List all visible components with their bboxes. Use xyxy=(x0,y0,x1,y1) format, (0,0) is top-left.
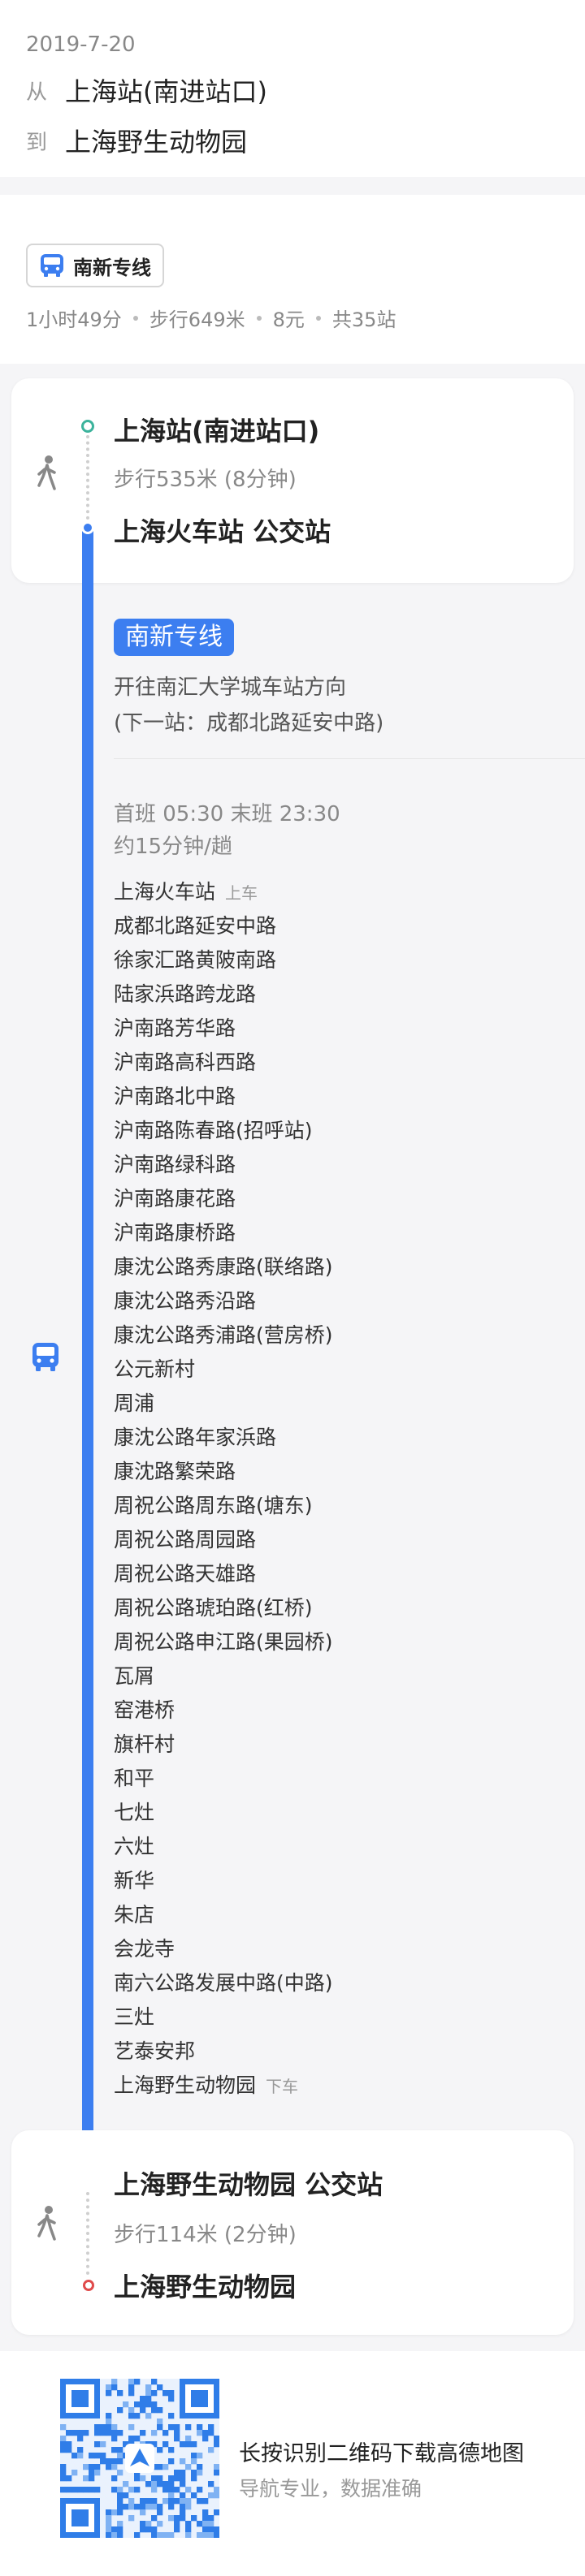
next-stop: (下一站：成都北路延安中路) xyxy=(114,711,384,736)
walk-end-card xyxy=(11,2130,574,2335)
walk-distance: 步行649米 xyxy=(149,309,245,331)
end-dot xyxy=(83,2280,94,2291)
route-header: 2019-7-20 从 上海站(南进站口) 到 上海野生动物园 xyxy=(0,0,585,177)
bus-icon xyxy=(41,254,63,277)
separator-dot xyxy=(315,315,321,321)
from-row: 从 上海站(南进站口) xyxy=(26,71,267,109)
first-last-bus: 首班 05:30 末班 23:30 xyxy=(114,802,340,826)
stop-item: 沪南路高科西路 xyxy=(114,1051,257,1074)
trip-date: 2019-7-20 xyxy=(26,32,136,57)
direction: 开往南汇大学城车站方向 xyxy=(114,675,347,700)
stops-total: 共35站 xyxy=(332,309,396,331)
line-badge[interactable]: 南新专线 xyxy=(114,619,234,656)
divider xyxy=(114,758,585,759)
from-value: 上海站(南进站口) xyxy=(65,76,267,107)
frequency: 约15分钟/趟 xyxy=(114,835,232,859)
stop-item: 艺泰安邦 xyxy=(114,2039,196,2063)
stop-item: 周祝公路天雄路 xyxy=(114,1562,257,1586)
stop-item: 周祝公路周园路 xyxy=(114,1528,257,1551)
board-dot xyxy=(81,521,94,534)
stop-item: 三灶 xyxy=(114,2005,155,2029)
board-tag: 上车 xyxy=(225,883,258,903)
stop-item: 沪南路绿科路 xyxy=(114,1153,236,1176)
bus-icon xyxy=(32,1343,58,1371)
stop-item: 沪南路陈春路(招呼站) xyxy=(114,1119,313,1142)
walk-dotted-line xyxy=(86,2192,89,2275)
walk-start-card xyxy=(11,378,574,583)
stop-item: 徐家汇路黄陂南路 xyxy=(114,948,277,972)
stop-item: 七灶 xyxy=(114,1801,155,1824)
alight-tag: 下车 xyxy=(266,2077,299,2096)
route-stats: 1小时49分 步行649米 8元 共35站 xyxy=(26,304,396,332)
walk-origin: 上海站(南进站口) xyxy=(114,416,320,447)
stop-item: 上海火车站上车 xyxy=(114,880,258,904)
stop-item: 六灶 xyxy=(114,1835,155,1858)
line-chip-label: 南新专线 xyxy=(73,256,151,279)
separator-dot xyxy=(132,315,138,321)
stop-item: 新华 xyxy=(114,1869,155,1892)
stop-item: 沪南路康花路 xyxy=(114,1187,236,1210)
walk-info: 步行114米 (2分钟) xyxy=(114,2223,297,2247)
footer-title: 长按识别二维码下载高德地图 xyxy=(239,2441,524,2466)
to-value: 上海野生动物园 xyxy=(65,127,248,157)
stop-item: 康沈公路秀康路(联络路) xyxy=(114,1255,333,1279)
stop-item: 朱店 xyxy=(114,1903,155,1927)
stop-item: 康沈公路秀浦路(营房桥) xyxy=(114,1323,333,1347)
stop-item: 沪南路康桥路 xyxy=(114,1221,236,1245)
walk-icon xyxy=(37,455,56,490)
to-row: 到 上海野生动物园 xyxy=(26,122,247,159)
stop-item: 公元新村 xyxy=(114,1357,196,1381)
destination: 上海野生动物园 xyxy=(114,2272,297,2302)
stop-item: 沪南路芳华路 xyxy=(114,1016,236,1040)
stop-item: 康沈路繁荣路 xyxy=(114,1460,236,1483)
walk-info: 步行535米 (8分钟) xyxy=(114,468,297,492)
start-dot xyxy=(81,420,94,433)
stop-item: 会龙寺 xyxy=(114,1937,176,1961)
stop-item: 周祝公路琥珀路(红桥) xyxy=(114,1596,313,1620)
stop-item: 旗杆村 xyxy=(114,1732,176,1756)
stop-item: 沪南路北中路 xyxy=(114,1085,236,1108)
stop-item: 陆家浜路跨龙路 xyxy=(114,982,257,1006)
qr-code[interactable] xyxy=(60,2379,219,2538)
stop-item: 南六公路发展中路(中路) xyxy=(114,1971,333,1995)
bus-route-line xyxy=(82,526,93,2184)
stop-item: 周祝公路申江路(果园桥) xyxy=(114,1630,333,1654)
duration: 1小时49分 xyxy=(26,309,122,331)
stop-item: 窑港桥 xyxy=(114,1698,176,1722)
stop-item: 上海野生动物园下车 xyxy=(114,2073,299,2097)
stop-item: 康沈公路秀沿路 xyxy=(114,1289,257,1313)
fare: 8元 xyxy=(272,309,305,331)
from-label: 从 xyxy=(26,80,48,105)
line-chip: 南新专线 xyxy=(26,244,164,287)
stop-item: 周浦 xyxy=(114,1392,155,1415)
board-station: 上海火车站 公交站 xyxy=(114,516,332,547)
walk-icon xyxy=(37,2206,56,2241)
stop-item: 康沈公路年家浜路 xyxy=(114,1426,277,1449)
stop-item: 瓦屑 xyxy=(114,1664,155,1688)
alight-station: 上海野生动物园 公交站 xyxy=(114,2169,384,2200)
stop-item: 周祝公路周东路(塘东) xyxy=(114,1494,313,1517)
stop-item: 和平 xyxy=(114,1767,155,1790)
stop-list: 上海火车站上车 成都北路延安中路 徐家汇路黄陂南路 陆家浜路跨龙路 沪南路芳华路… xyxy=(114,875,333,2103)
separator-dot xyxy=(256,315,262,321)
footer-subtitle: 导航专业，数据准确 xyxy=(239,2477,422,2500)
to-label: 到 xyxy=(26,130,48,155)
walk-dotted-line xyxy=(86,435,89,520)
stop-item: 成都北路延安中路 xyxy=(114,914,277,938)
